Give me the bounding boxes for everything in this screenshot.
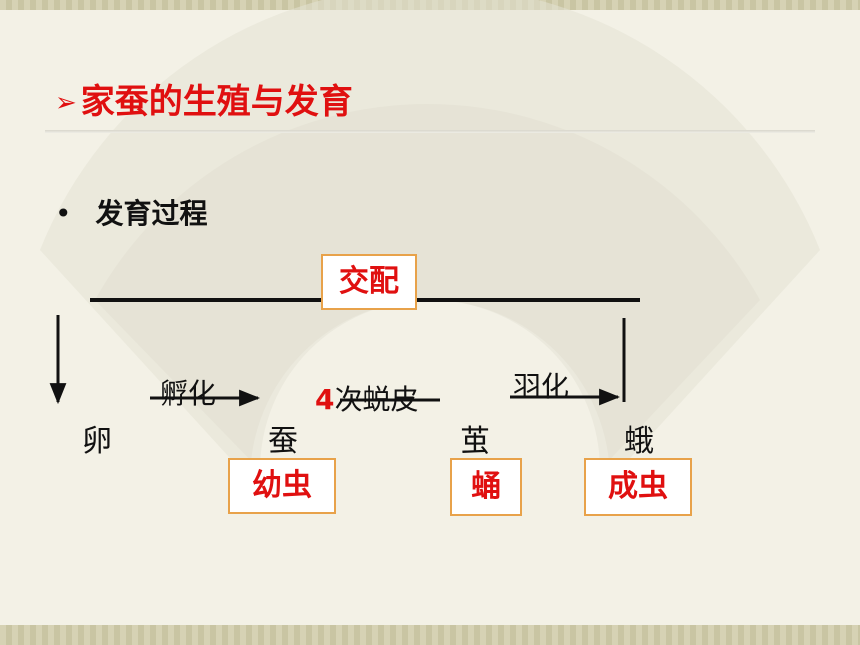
stage-moth: 蛾 — [624, 424, 654, 459]
adult-box: 成虫 — [584, 458, 692, 516]
larva-box: 幼虫 — [228, 458, 336, 514]
emergence-label: 羽化 — [513, 370, 570, 403]
slide-title: ➢家蚕的生殖与发育 — [55, 80, 353, 125]
molting-text: 次蜕皮 — [334, 383, 419, 416]
bullet-item: • 发育过程 — [55, 192, 208, 232]
title-text: 家蚕的生殖与发育 — [80, 82, 353, 122]
stage-pupa: 茧 — [460, 424, 490, 459]
arrow-bullet-icon: ➢ — [55, 88, 77, 118]
title-divider — [45, 130, 815, 133]
stage-egg: 卵 — [82, 424, 112, 459]
mating-box: 交配 — [321, 254, 417, 310]
molting-label: 4次蜕皮 — [315, 378, 419, 418]
molting-count: 4 — [315, 383, 335, 416]
bullet-dot-icon: • — [55, 197, 72, 230]
bullet-text: 发育过程 — [95, 197, 208, 230]
hatching-label: 孵化 — [160, 377, 217, 410]
stage-larva: 蚕 — [268, 424, 298, 459]
bottom-border-stripe — [0, 625, 860, 645]
pupa-box: 蛹 — [450, 458, 522, 516]
